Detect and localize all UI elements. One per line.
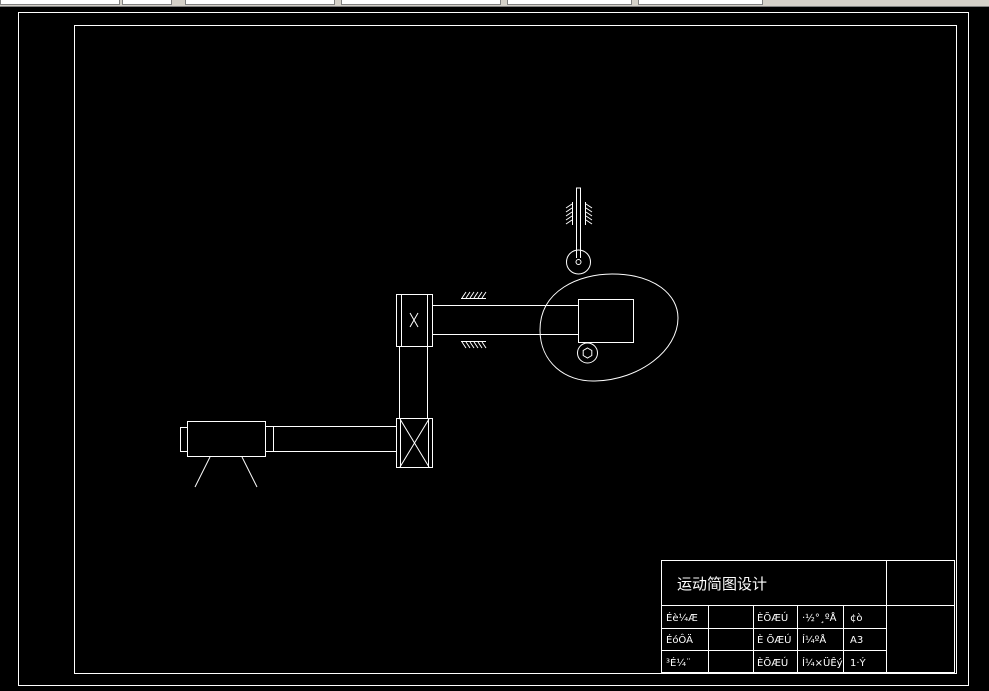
- cam-profile: [539, 273, 679, 382]
- tb-value-sheets: 1·Ý: [850, 656, 867, 669]
- motor: [180, 421, 274, 488]
- cam-slider-block: [578, 299, 634, 343]
- tb-label-reviewer: ÉóÔÄ: [666, 633, 693, 646]
- vertical-link: [396, 294, 433, 418]
- mechanism-diagram: [180, 187, 679, 488]
- tb-label-scheme-no: ·½°¸ºÅ: [802, 611, 837, 624]
- tb-label-date-2: È ÕÆÚ: [757, 633, 791, 646]
- upper-rod-guide-bottom: [461, 341, 487, 349]
- toolbar-field-3[interactable]: [341, 0, 501, 5]
- cad-drawing-canvas[interactable]: 运动简图设计 Éè¼Æ ÈÕÆÚ ·½°¸ºÅ ¢ò ÉóÔÄ È ÕÆÚ Í¼…: [0, 7, 989, 691]
- upper-rod: [432, 305, 579, 335]
- tb-label-date-1: ÈÕÆÚ: [757, 611, 788, 624]
- lower-rod: [273, 426, 397, 452]
- toolbar-field-2[interactable]: [185, 0, 335, 5]
- toolbar-field-4[interactable]: [507, 0, 632, 5]
- toolbar-field-5[interactable]: [638, 0, 763, 5]
- tb-label-total-sheets: Í¼×ÜÊý: [802, 656, 843, 669]
- toolbar: [0, 0, 989, 7]
- cam-shaft-nut: [582, 347, 593, 359]
- outer-border: [18, 12, 969, 686]
- tb-label-drawing-no: Í¼ºÅ: [802, 633, 826, 646]
- tb-value-drawing-no: A3: [850, 635, 863, 646]
- lower-joint-block: [396, 418, 433, 468]
- cam-shaft: [577, 342, 598, 364]
- rod-guide-left: [565, 202, 573, 225]
- inner-frame: [74, 25, 957, 674]
- toolbar-field-1[interactable]: [0, 0, 120, 5]
- toolbar-dropdown[interactable]: [122, 0, 172, 5]
- tb-label-score: ³É¼¨: [666, 656, 691, 669]
- title-block: [661, 560, 955, 673]
- follower-roller: [566, 249, 591, 275]
- rod-guide-right: [585, 202, 593, 225]
- title-block-title: 运动简图设计: [677, 575, 767, 593]
- tb-label-designer: Éè¼Æ: [666, 611, 698, 624]
- roller-pin: [575, 259, 582, 265]
- tb-value-scheme: ¢ò: [850, 612, 862, 624]
- follower-rod: [576, 187, 581, 258]
- upper-rod-guide-top: [461, 291, 487, 299]
- tb-label-date-3: ÈÕÆÚ: [757, 656, 788, 669]
